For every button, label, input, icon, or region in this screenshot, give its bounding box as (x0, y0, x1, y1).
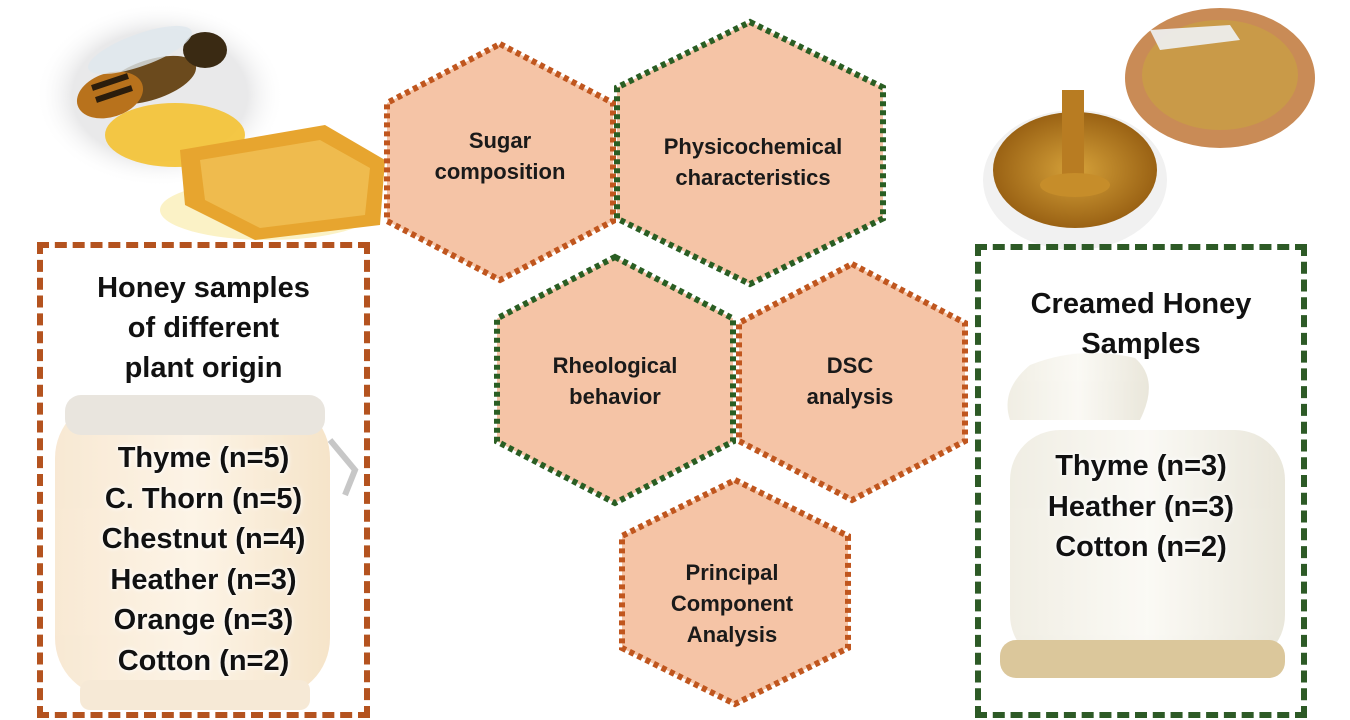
hex-label-line: Principal (685, 560, 779, 585)
hex-label-line: analysis (806, 384, 894, 409)
hex-label-line: Rheological (552, 353, 678, 378)
sample-item-c-thorn: C. Thorn (n=5) (104, 482, 303, 515)
hexagon-rheo (494, 253, 736, 507)
hex-label-line: Sugar (468, 128, 532, 153)
hexagon-physico (614, 18, 886, 288)
creamed-honey-illustration (1000, 352, 1285, 678)
hex-label-dsc: DSC analysis (740, 350, 960, 412)
sample-item-thyme: Thyme (n=5) (117, 442, 290, 474)
hex-label-line: Analysis (686, 622, 778, 647)
title-line: Honey samples (97, 272, 310, 304)
hex-label-sugar-composition: Sugar composition (390, 125, 610, 187)
honey-bowl-toast-illustration (983, 8, 1315, 250)
hexagon-pca (619, 476, 851, 708)
title-line: Samples (1081, 328, 1201, 360)
hex-label-line: DSC (826, 353, 874, 378)
creamed-item-heather: Heather (n=3) (1047, 490, 1235, 523)
hexagon-dsc (736, 260, 968, 504)
hex-label-line: characteristics (675, 165, 831, 190)
honey-samples-box: Honey samples of different plant origin … (37, 242, 370, 718)
honey-samples-title: Honey samples of different plant origin (43, 268, 364, 388)
title-line: of different (127, 312, 280, 344)
hex-label-rheological: Rheological behavior (500, 350, 730, 412)
hex-label-line: composition (434, 159, 566, 184)
sample-item-orange: Orange (n=3) (113, 604, 294, 636)
title-line: plant origin (124, 352, 283, 384)
hex-label-line: Component (670, 591, 794, 616)
hexagon-sugar (384, 40, 616, 284)
title-line: Creamed Honey (1030, 288, 1252, 320)
creamed-item-cotton: Cotton (n=2) (1055, 531, 1227, 563)
sample-item-cotton: Cotton (n=2) (117, 644, 290, 677)
hex-label-physicochemical: Physicochemical characteristics (618, 131, 888, 193)
hex-label-line: behavior (569, 384, 661, 409)
hex-label-line: Physicochemical (663, 134, 843, 159)
honey-jar-illustration (55, 395, 359, 710)
sample-item-heather: Heather (n=3) (110, 563, 297, 596)
bee-honeycomb-illustration (35, 3, 385, 240)
creamed-honey-box: Creamed Honey Samples Thyme (n=3) Heathe… (975, 244, 1307, 718)
creamed-item-thyme: Thyme (n=3) (1055, 450, 1227, 482)
hex-label-pca: Principal Component Analysis (622, 557, 842, 650)
honey-sample-list: Thyme (n=5) C. Thorn (n=5) Chestnut (n=4… (43, 438, 364, 681)
creamed-sample-list: Thyme (n=3) Heather (n=3) Cotton (n=2) (981, 446, 1301, 568)
sample-item-chestnut: Chestnut (n=4) (101, 523, 306, 555)
creamed-honey-title: Creamed Honey Samples (981, 284, 1301, 364)
